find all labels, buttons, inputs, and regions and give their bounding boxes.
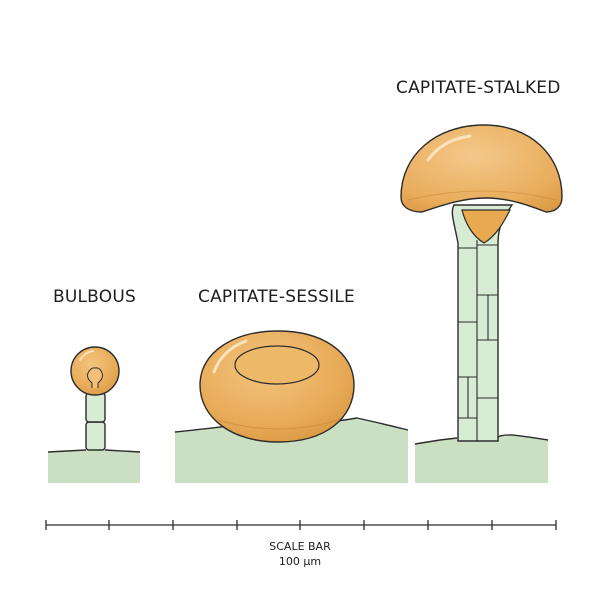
sessile-tissue-block: [175, 418, 408, 483]
sessile-head-top-disc: [234, 345, 320, 385]
scale-bar: [45, 520, 557, 530]
bulbous-stalk: [85, 392, 106, 451]
label-capitate-stalked: CAPITATE-STALKED: [396, 78, 561, 98]
stalked-stalk: [451, 204, 514, 442]
stalked-tissue-block: [415, 434, 548, 483]
stalked-collar: [461, 209, 511, 244]
capitate-sessile-trichome: [174, 330, 409, 483]
bulbous-tissue-block: [48, 450, 140, 483]
label-bulbous: BULBOUS: [53, 287, 136, 307]
capitate-stalked-trichome: [400, 124, 563, 483]
scale-bar-title: SCALE BAR: [269, 540, 331, 553]
stalked-head: [400, 124, 563, 213]
label-capitate-sessile: CAPITATE-SESSILE: [198, 287, 355, 307]
bulbous-trichome: [47, 346, 141, 483]
scale-bar-value: 100 µm: [278, 555, 322, 568]
